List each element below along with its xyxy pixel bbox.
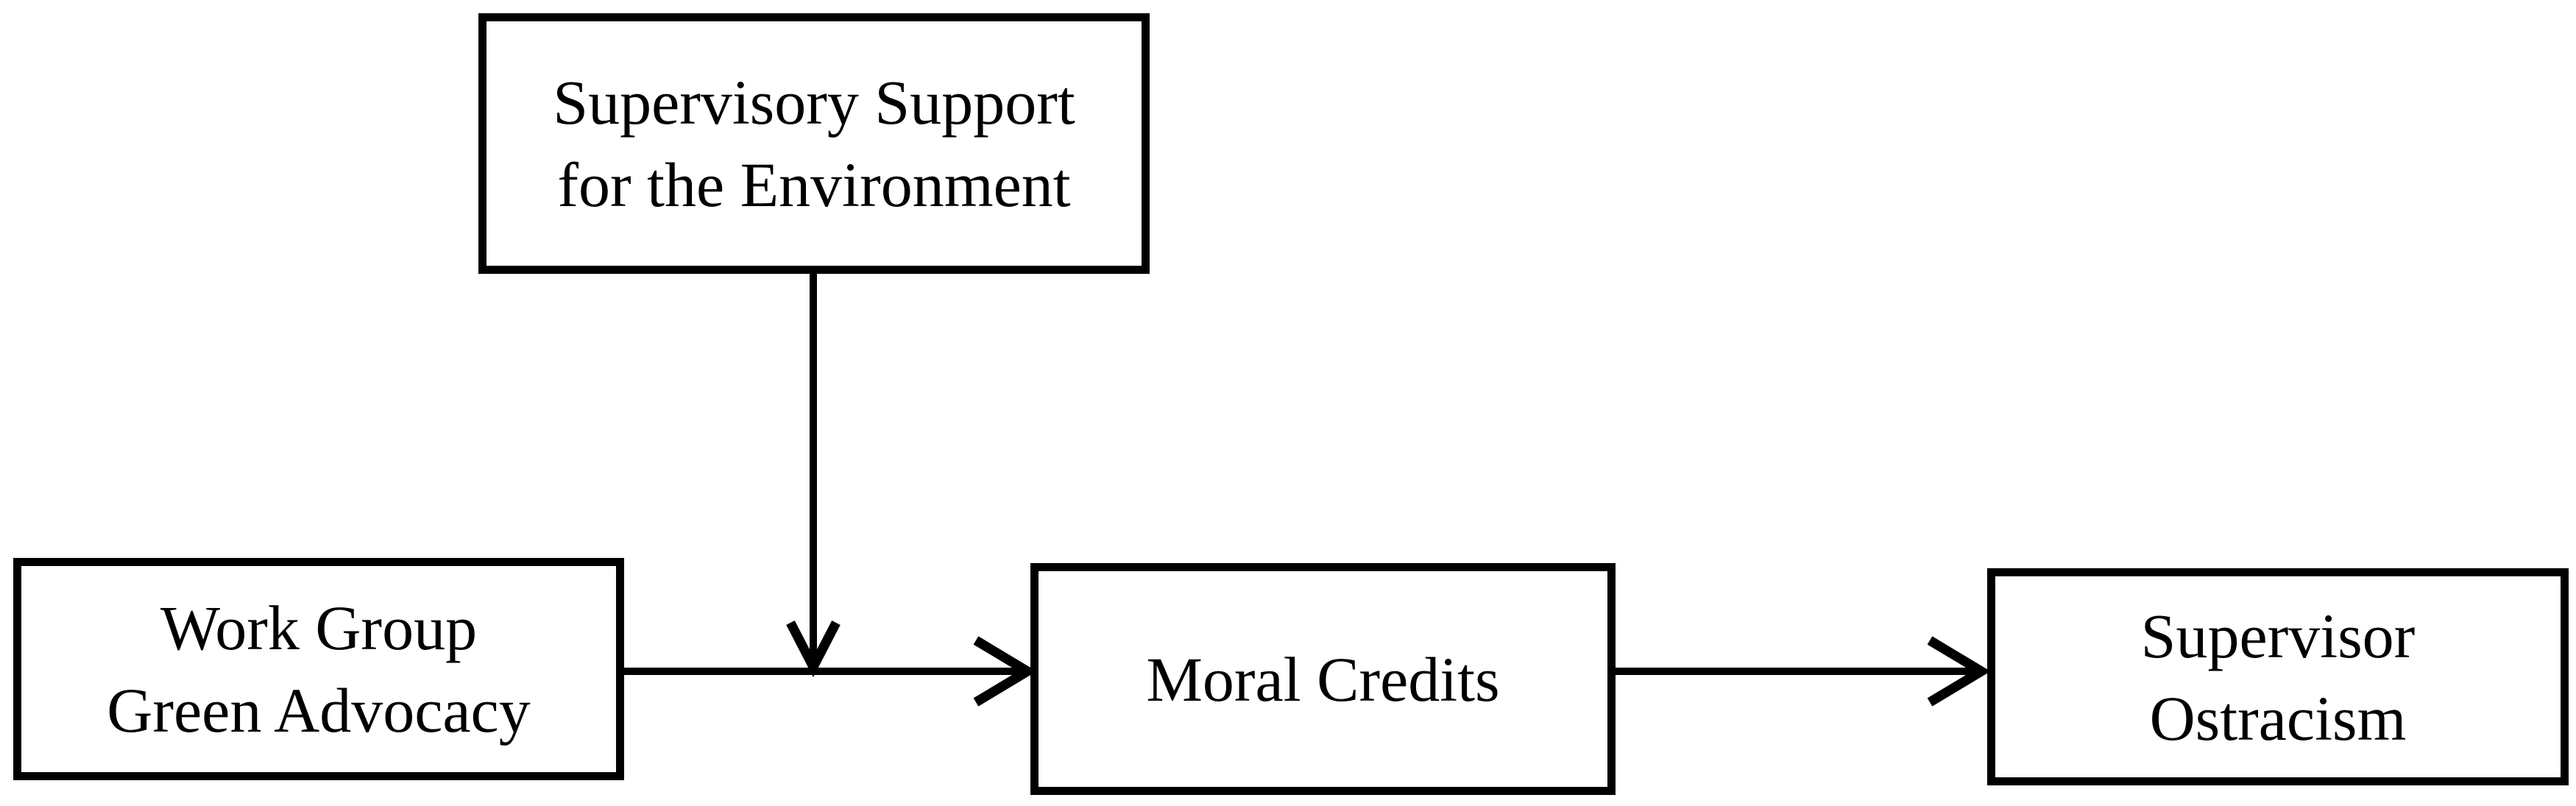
arrow-moral-credits-to-supervisor-ostracism [1616,636,1991,707]
node-supervisory-support: Supervisory Support for the Environment [478,13,1150,274]
node-supervisor-ostracism: Supervisor Ostracism [1987,568,2569,785]
node-label-line: Green Advocacy [107,675,531,746]
arrow-head-right-icon [1927,636,1991,707]
node-work-group-green-advocacy: Work Group Green Advocacy [13,558,624,780]
node-label-line: Work Group [160,593,478,663]
node-label-line: Supervisor [2140,600,2416,671]
node-label-line: Ostracism [2149,682,2407,754]
node-label-line: Moral Credits [1146,643,1500,715]
node-label-line: for the Environment [557,149,1071,220]
node-label-line: Supervisory Support [553,67,1075,138]
moderation-arrow-supervisory-support [786,272,841,678]
arrow-work-group-green-advocacy-to-moral-credits [624,636,1037,707]
node-moral-credits: Moral Credits [1030,563,1616,795]
arrow-head-right-icon [973,636,1037,707]
arrow-head-down-icon [786,621,841,678]
